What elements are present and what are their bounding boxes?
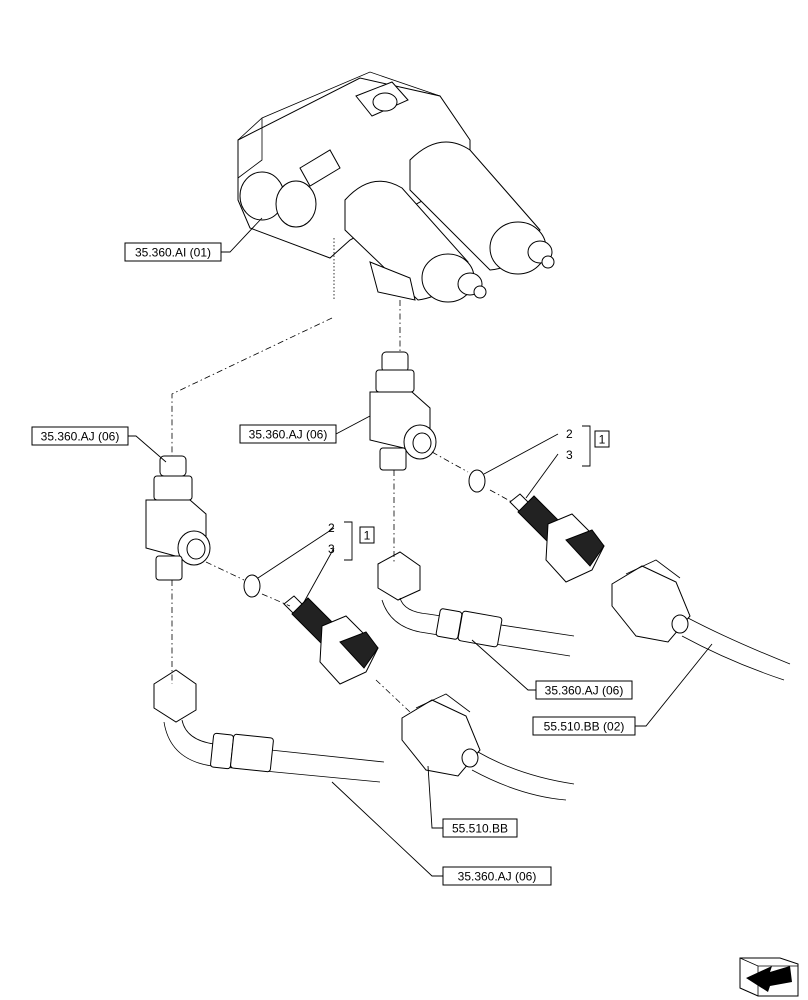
item-oring-upper: 2 [566,427,573,441]
callout-hose-lower-text: 35.360.AJ (06) [458,870,537,884]
item-sensor-lower: 3 [328,542,335,556]
pressure-sensor-upper [509,493,605,583]
o-ring-upper [468,469,486,493]
callout-tee-left-text: 35.360.AJ (06) [41,430,120,444]
item-refs-lower: 2 3 1 [328,521,375,556]
item-oring-lower: 2 [328,521,335,535]
tee-fitting-left [145,455,211,581]
callout-tee-upper: 35.360.AJ (06) [239,424,337,444]
leader-lines [128,217,713,877]
callout-harness-upper: 55.510.BB (02) [532,716,636,736]
valve-block [237,71,555,303]
navigation-arrow-icon[interactable] [739,957,799,997]
callout-valve-block: 35.360.AI (01) [124,242,222,262]
callout-valve-block-text: 35.360.AI (01) [135,246,211,260]
item-sensor-upper: 3 [566,448,573,462]
callout-tee-upper-text: 35.360.AJ (06) [249,428,328,442]
callout-hose-upper: 35.360.AJ (06) [535,680,633,700]
center-lines [171,238,513,713]
tee-fitting-upper [369,351,437,471]
callout-hose-lower: 35.360.AJ (06) [442,866,552,886]
harness-connector-lower [401,693,575,801]
item-kit-upper: 1 [599,433,606,447]
o-ring-lower [243,574,261,598]
callout-harness-upper-text: 55.510.BB (02) [544,720,625,734]
pressure-sensor-lower [283,595,379,685]
callout-tee-left: 35.360.AJ (06) [31,426,129,446]
item-refs-upper: 2 3 1 [566,427,610,462]
hose-lower [153,669,385,783]
callout-harness-lower: 55.510.BB [442,818,518,838]
harness-connector-upper [611,559,791,681]
item-kit-lower: 1 [364,529,371,543]
callout-hose-upper-text: 35.360.AJ (06) [545,684,624,698]
hose-upper [377,551,575,657]
callout-harness-lower-text: 55.510.BB [452,822,508,836]
